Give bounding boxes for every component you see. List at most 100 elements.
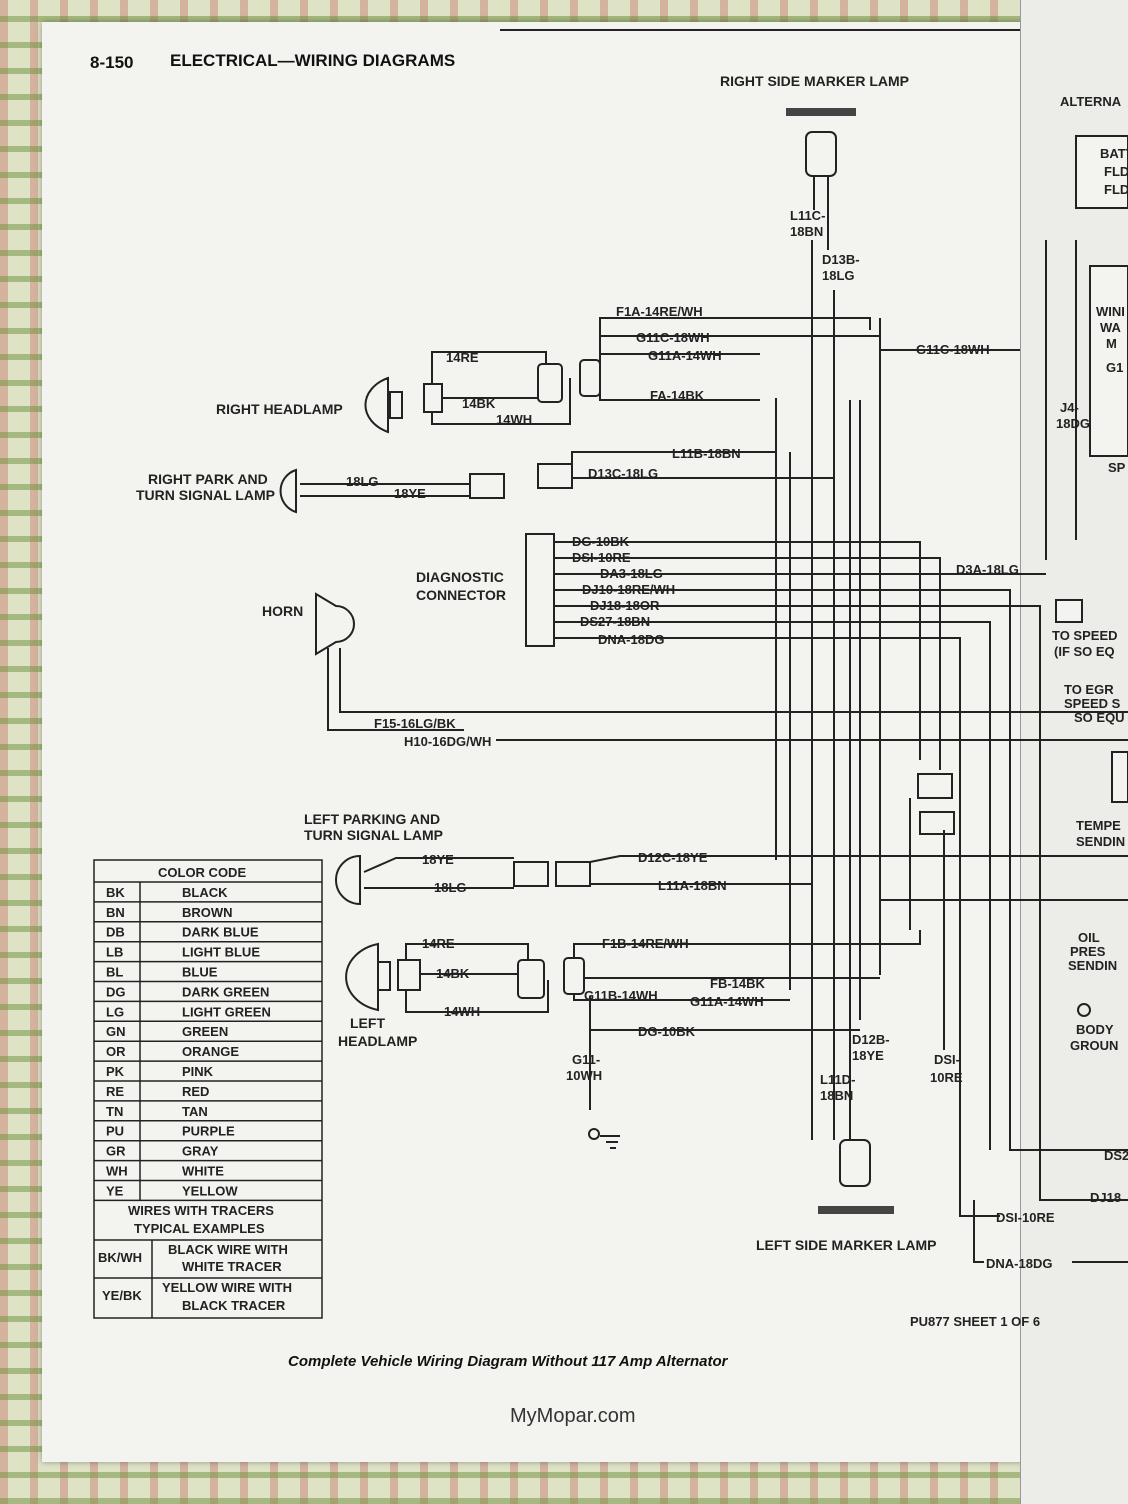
wire-label-14bk-bottom: 14BK <box>436 966 470 981</box>
wire-label-g11a-bottom: G11A-14WH <box>690 994 764 1009</box>
color-code-abbreviation: DB <box>106 925 125 940</box>
temp-sender-icon <box>1111 751 1128 803</box>
wire-label-j4: J4- <box>1060 400 1079 415</box>
wire-label-fa: FA-14BK <box>650 388 705 403</box>
color-code-color-name: GREEN <box>182 1024 228 1039</box>
wire-label-14re-bottom: 14RE <box>422 936 455 951</box>
tracer-example-line1: YELLOW WIRE WITH <box>162 1280 292 1295</box>
spark-label: SP <box>1108 460 1126 475</box>
wire-label-18lg-left: 18LG <box>434 880 467 895</box>
oil-pressure-label-2: PRES <box>1070 944 1106 959</box>
ds2-label: DS2 <box>1104 1148 1128 1163</box>
right-headlamp-icon <box>364 376 389 434</box>
wiper-label-2: WA <box>1100 320 1122 335</box>
wire-label-dj10: DJ10-18RE/WH <box>582 582 675 597</box>
wire-label-d12c: D12C-18YE <box>638 850 708 865</box>
dj18-right-label: DJ18 <box>1090 1190 1121 1205</box>
wire-label-l11a: L11A-18BN <box>658 878 727 893</box>
body-ground-label-2: GROUN <box>1070 1038 1118 1053</box>
diagram-caption: Complete Vehicle Wiring Diagram Without … <box>288 1353 729 1370</box>
color-code-color-name: LIGHT GREEN <box>182 1004 271 1019</box>
tracers-title-2: TYPICAL EXAMPLES <box>134 1221 265 1236</box>
wire-label-d13c: D13C-18LG <box>588 466 658 481</box>
color-code-color-name: ORANGE <box>182 1044 239 1059</box>
tracer-example-code: BK/WH <box>98 1250 142 1265</box>
left-park-label-2: TURN SIGNAL LAMP <box>304 827 443 843</box>
wire-label-18ye-right: 18YE <box>394 486 426 501</box>
right-park-lamp-icon <box>279 468 297 514</box>
so-equipped-label: SO EQU <box>1074 710 1125 725</box>
left-marker-lamp-socket <box>839 1139 871 1187</box>
right-marker-lamp-socket <box>805 131 837 177</box>
wire-label-g11b: G11B-14WH <box>584 988 658 1003</box>
wire-label-d3a: D3A-18LG <box>956 562 1019 577</box>
temp-sender-label-2: SENDIN <box>1076 834 1125 849</box>
alternator-batt-label: BATT <box>1100 146 1128 161</box>
left-headlamp-label-1: LEFT <box>350 1015 385 1031</box>
diagnostic-connector-label-2: CONNECTOR <box>416 587 506 603</box>
wire-label-fb: FB-14BK <box>710 976 766 991</box>
to-speed-label: TO SPEED <box>1052 628 1118 643</box>
wire-label-18lg-right: 18LG <box>346 474 379 489</box>
connector-mid-1 <box>917 773 953 799</box>
color-code-abbreviation: PK <box>106 1064 125 1079</box>
tracer-example-line1: BLACK WIRE WITH <box>168 1242 288 1257</box>
color-code-color-name: DARK GREEN <box>182 984 269 999</box>
page-number: 8-150 <box>90 53 133 72</box>
right-side-marker-lamp-label: RIGHT SIDE MARKER LAMP <box>720 73 909 89</box>
wire-label-d12b: D12B- <box>852 1032 890 1047</box>
body-ground-label-1: BODY <box>1076 1022 1114 1037</box>
if-so-equipped-label: (IF SO EQ <box>1054 644 1115 659</box>
wire-label-f1b: F1B-14RE/WH <box>602 936 689 951</box>
left-headlamp-connector <box>397 959 421 991</box>
wiper-motor-box <box>1089 265 1128 457</box>
color-code-abbreviation: PU <box>106 1124 124 1139</box>
color-code-abbreviation: GR <box>106 1144 126 1159</box>
wire-label-18ye-left: 18YE <box>422 852 454 867</box>
wire-label-d12b-gauge: 18YE <box>852 1048 884 1063</box>
color-code-abbreviation: OR <box>106 1044 126 1059</box>
alternator-fld-label-2: FLD <box>1104 182 1128 197</box>
right-park-socket <box>537 463 573 489</box>
color-code-color-name: BLUE <box>182 965 218 980</box>
left-park-lamp-icon <box>335 854 361 906</box>
wire-label-14wh-bottom: 14WH <box>444 1004 480 1019</box>
body-ground-icon <box>1077 1003 1091 1017</box>
wire-label-14bk-top: 14BK <box>462 396 496 411</box>
wiper-label-1: WINI <box>1096 304 1125 319</box>
wire-label-f15: F15-16LG/BK <box>374 716 456 731</box>
diagnostic-connector-block <box>525 533 555 647</box>
wire-label-ds27: DS27-18BN <box>580 614 650 629</box>
wire-label-14re-top: 14RE <box>446 350 479 365</box>
color-code-abbreviation: BN <box>106 905 125 920</box>
left-headlamp-socket <box>563 957 585 995</box>
color-code-color-name: GRAY <box>182 1144 219 1159</box>
color-code-color-name: DARK BLUE <box>182 925 259 940</box>
left-park-label-1: LEFT PARKING AND <box>304 811 440 827</box>
wire-label-dsi-gauge: 10RE <box>930 1070 963 1085</box>
color-code-title: COLOR CODE <box>158 865 246 880</box>
wire-label-l11d-gauge: 18BN <box>820 1088 853 1103</box>
color-code-color-name: LIGHT BLUE <box>182 945 260 960</box>
left-park-socket <box>555 861 591 887</box>
color-code-abbreviation: WH <box>106 1164 128 1179</box>
ground-icon <box>588 1128 600 1140</box>
left-park-plug <box>513 861 549 887</box>
right-park-plug <box>469 473 505 499</box>
tracer-example-line2: WHITE TRACER <box>182 1259 282 1274</box>
horn-icon <box>315 592 355 656</box>
horn-label: HORN <box>262 603 303 619</box>
temp-sender-label-1: TEMPE <box>1076 818 1121 833</box>
right-headlamp-plug <box>537 363 563 403</box>
color-code-abbreviation: LG <box>106 1004 124 1019</box>
wire-label-d13b-gauge: 18LG <box>822 268 855 283</box>
wire-label-g11c-right: G11C-18WH <box>916 342 990 357</box>
wire-label-g11a-top: G11A-14WH <box>648 348 722 363</box>
wiper-label-g1: G1 <box>1106 360 1123 375</box>
color-code-abbreviation: YE <box>106 1183 124 1198</box>
color-code-color-name: BROWN <box>182 905 233 920</box>
color-code-color-name: YELLOW <box>182 1183 238 1198</box>
website-watermark: MyMopar.com <box>510 1405 636 1427</box>
color-code-abbreviation: BK <box>106 885 125 900</box>
wire-label-dna-bottom: DNA-18DG <box>986 1256 1052 1271</box>
